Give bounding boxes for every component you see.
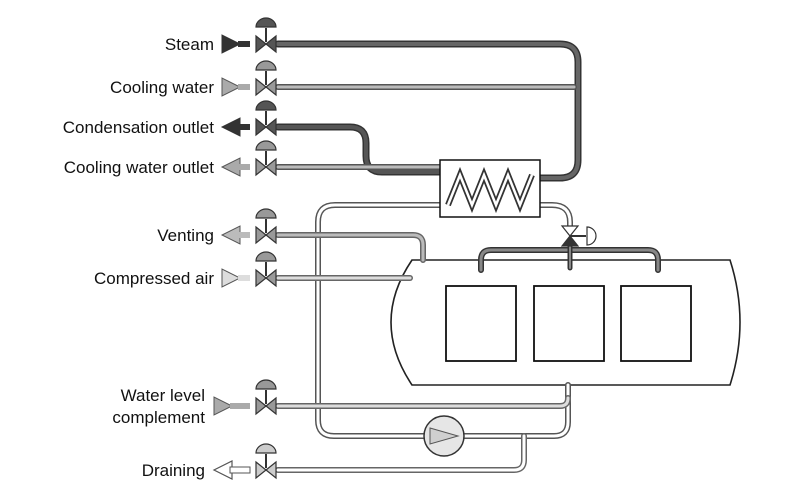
condensation-outlet-valve[interactable] [255, 100, 277, 136]
container-boxes [445, 285, 692, 362]
compressed-air-label: Compressed air [94, 269, 214, 288]
venting-label: Venting [157, 226, 214, 245]
draining-outlet-arrow [212, 460, 251, 480]
condensation-outlet-line [274, 123, 444, 176]
water-level-complement-label-line2: complement [112, 408, 205, 427]
water-circuit-pipes [275, 202, 661, 473]
cooling-water-outlet-arrow [220, 157, 250, 177]
water-level-complement-valve[interactable] [255, 379, 277, 415]
container-box-2 [533, 285, 605, 362]
water-level-complement-label-line1: Water level [121, 386, 205, 405]
cooling-water-valve[interactable] [255, 60, 277, 96]
venting-valve[interactable] [255, 208, 277, 244]
steam-line [274, 40, 582, 182]
cooling-water-inlet-arrow [221, 77, 250, 97]
compressed-air-valve[interactable] [255, 251, 277, 287]
circuit-control-valve[interactable] [560, 225, 597, 247]
steam-inlet-arrow [221, 34, 250, 54]
draining-label: Draining [142, 461, 205, 480]
condensation-outlet-label: Condensation outlet [63, 118, 215, 137]
steam-label: Steam [165, 35, 214, 54]
container-box-3 [620, 285, 692, 362]
container-box-1 [445, 285, 517, 362]
venting-outlet-arrow [220, 225, 250, 245]
condensation-outlet-arrow [220, 117, 250, 137]
circulation-pump-icon [423, 415, 465, 457]
steam-valve[interactable] [255, 17, 277, 53]
cooling-water-outlet-label: Cooling water outlet [64, 158, 215, 177]
water-level-inlet-arrow [213, 396, 250, 416]
cooling-water-label: Cooling water [110, 78, 214, 97]
cooling-water-outlet-valve[interactable] [255, 140, 277, 176]
heat-exchanger-icon [439, 159, 541, 218]
draining-valve[interactable] [255, 443, 277, 479]
compressed-air-inlet-arrow [221, 268, 250, 288]
